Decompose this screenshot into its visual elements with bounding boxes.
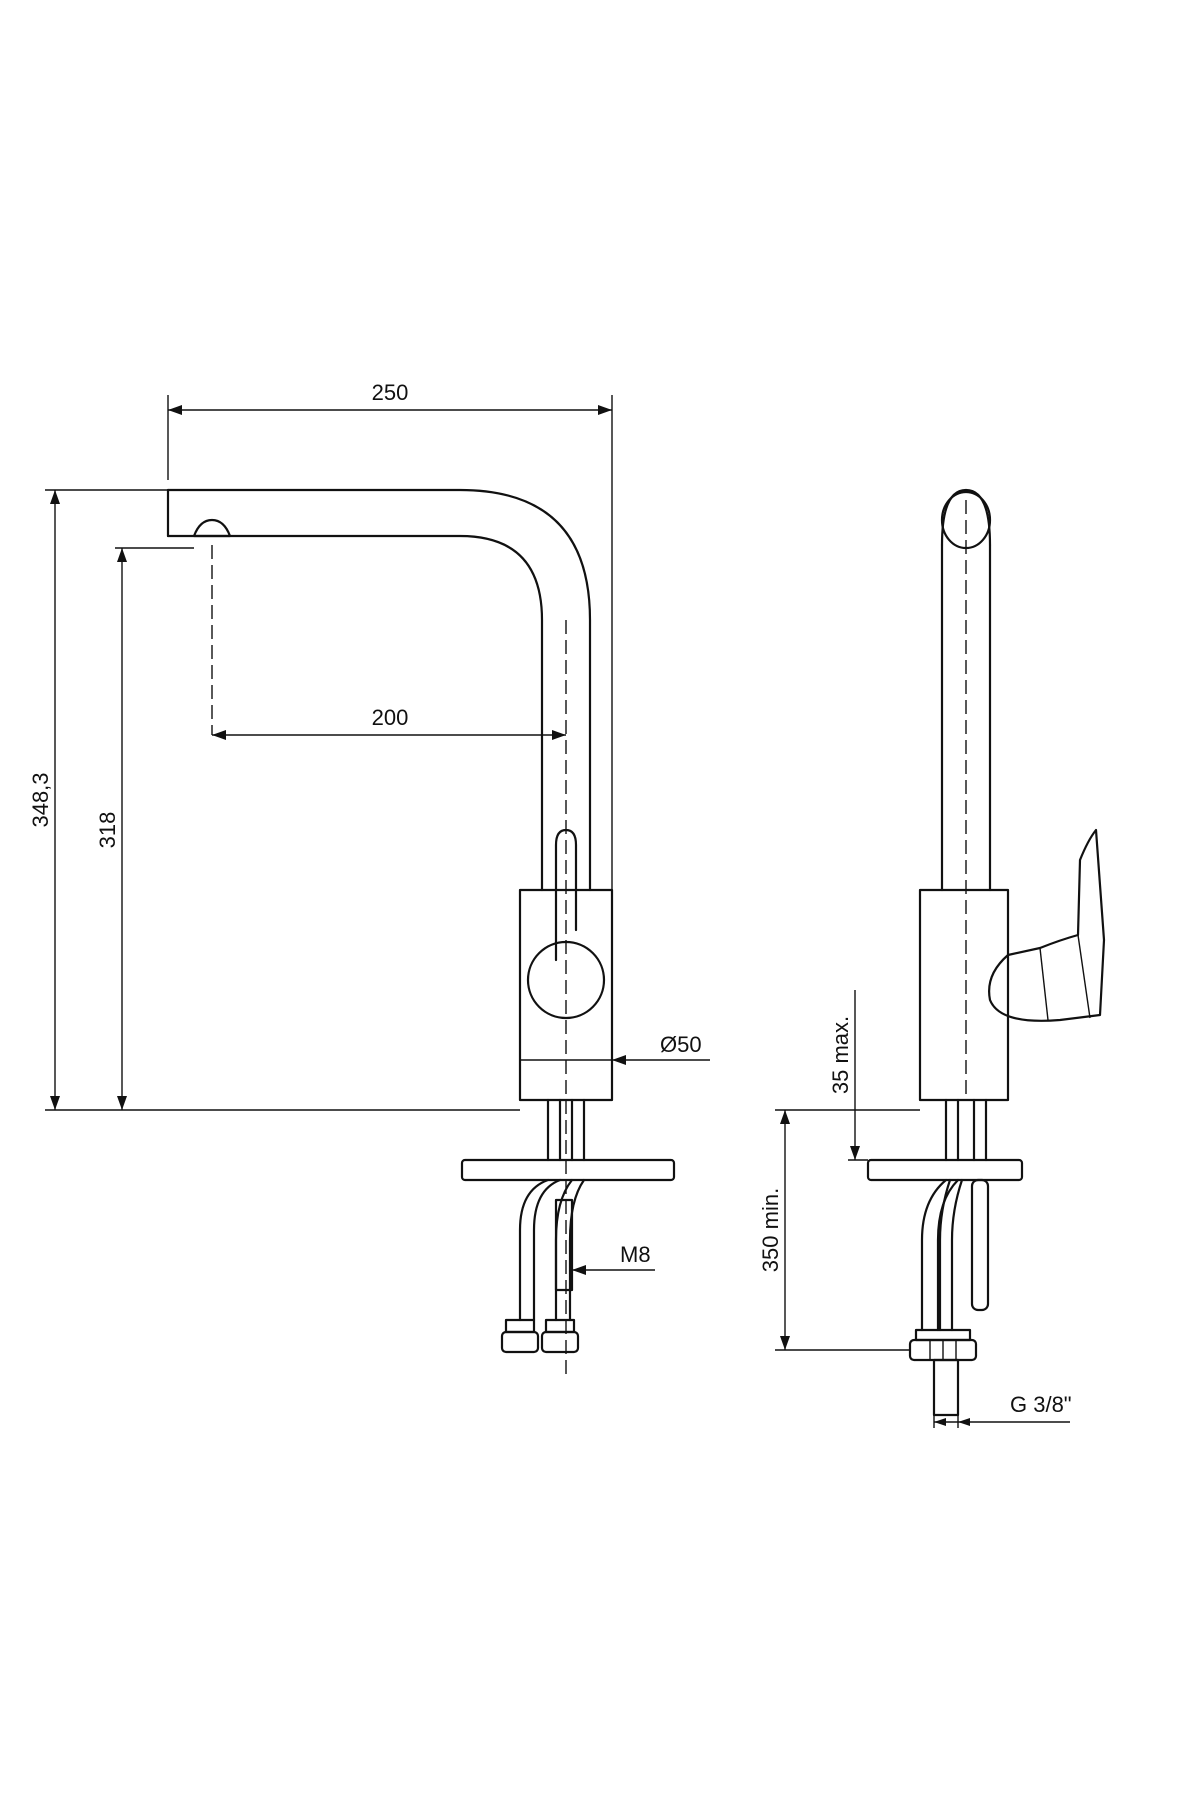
spout-outline: [166, 488, 592, 892]
mounting-plate: [460, 1158, 676, 1182]
dimension-200: 200: [212, 705, 566, 740]
side-hose-nuts: [908, 1328, 978, 1362]
hose-nuts: [500, 1318, 580, 1354]
dimension-label-348-3: 348,3: [28, 772, 53, 827]
dimension-35-max: 35 max.: [828, 990, 868, 1161]
dimension-label-g-3-8: G 3/8": [1010, 1392, 1072, 1417]
dimension-348-3: 348,3: [28, 489, 520, 1111]
dimension-318: 318: [95, 547, 194, 1110]
lever-handle: [554, 828, 578, 962]
front-view: 250 200 348,3 318: [28, 380, 710, 1380]
dimension-250: 250: [167, 380, 613, 890]
dimension-g-3-8: G 3/8": [933, 1392, 1072, 1428]
supply-hoses: [518, 1098, 586, 1322]
lever-hub: [526, 940, 606, 1020]
dimension-350-min: 350 min.: [758, 1109, 920, 1351]
faucet-body: [518, 888, 614, 1102]
side-hose-tail: [932, 1358, 960, 1417]
side-mounting-plate: [866, 1158, 1024, 1182]
dimension-label-250: 250: [372, 380, 409, 405]
side-supply-hoses: [920, 1098, 990, 1332]
dimension-m8: M8: [572, 1242, 655, 1275]
aerator: [192, 518, 232, 538]
dimension-label-318: 318: [95, 812, 120, 849]
side-view: 35 max. 350 min. G 3/8": [758, 488, 1106, 1428]
dimension-label-200: 200: [372, 705, 409, 730]
side-spout: [940, 488, 992, 892]
dimension-label-diameter-50: Ø50: [660, 1032, 702, 1057]
side-faucet-body: [918, 888, 1010, 1102]
dimension-diameter-50: Ø50: [612, 1032, 710, 1065]
dimension-label-m8: M8: [620, 1242, 651, 1267]
dimension-label-35-max: 35 max.: [828, 1016, 853, 1094]
dimension-label-350-min: 350 min.: [758, 1188, 783, 1272]
side-lever-handle: [988, 828, 1106, 1022]
